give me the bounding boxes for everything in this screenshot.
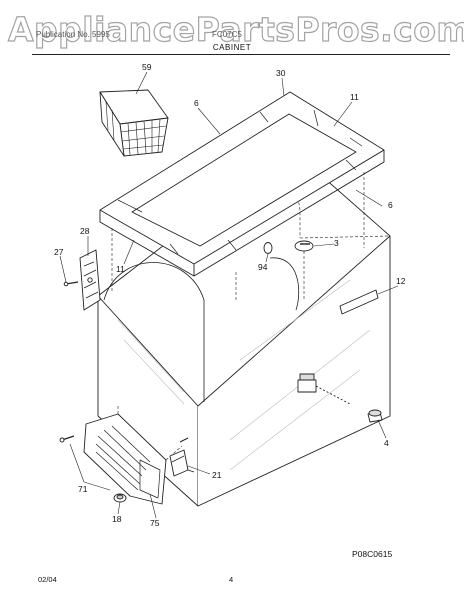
callout-6a: 6 [194, 98, 199, 108]
relay-box-21 [169, 449, 195, 477]
callout-71: 71 [78, 484, 88, 494]
figure-reference: P08C0615 [352, 549, 393, 559]
lid-frame-inner [131, 113, 357, 247]
footer-date: 02/04 [38, 575, 57, 584]
nameplate-12 [339, 289, 379, 315]
callout-21: 21 [212, 470, 222, 480]
cabinet-side-face [197, 235, 391, 507]
callout-11b: 11 [116, 264, 125, 274]
drain-fitting [297, 379, 317, 393]
model-number: FC07C5 [212, 30, 242, 39]
thermostat-knob-3 [294, 240, 314, 300]
callout-28: 28 [80, 226, 90, 236]
callout-3: 3 [334, 238, 339, 248]
callout-94: 94 [258, 262, 268, 272]
lid-frame [99, 91, 385, 300]
o-ring-94 [263, 242, 273, 254]
cabinet-inner-step [269, 257, 300, 311]
callout-30: 30 [276, 68, 286, 78]
callout-6b: 6 [388, 200, 393, 210]
section-title: CABINET [212, 43, 252, 52]
callout-59: 59 [142, 62, 152, 72]
front-grille-75 [83, 404, 183, 505]
leveling-foot-4 [367, 409, 383, 423]
callout-11a: 11 [350, 92, 359, 102]
publication-number: Publication No. 5995 [36, 30, 110, 39]
cabinet-body [97, 147, 391, 507]
storage-basket [99, 89, 169, 157]
watermark: AppliancePartsPros.com [7, 9, 464, 49]
callout-27: 27 [54, 247, 64, 257]
footer-page-number: 4 [229, 575, 234, 584]
callout-12: 12 [396, 276, 406, 286]
callout-18: 18 [112, 514, 122, 524]
screw-71 [59, 435, 189, 443]
plug-18 [113, 493, 127, 503]
header-rule [32, 54, 450, 55]
hinge-bracket [63, 249, 101, 311]
callout-75: 75 [150, 518, 160, 528]
leader-lines [59, 71, 399, 519]
callout-4: 4 [384, 438, 389, 448]
